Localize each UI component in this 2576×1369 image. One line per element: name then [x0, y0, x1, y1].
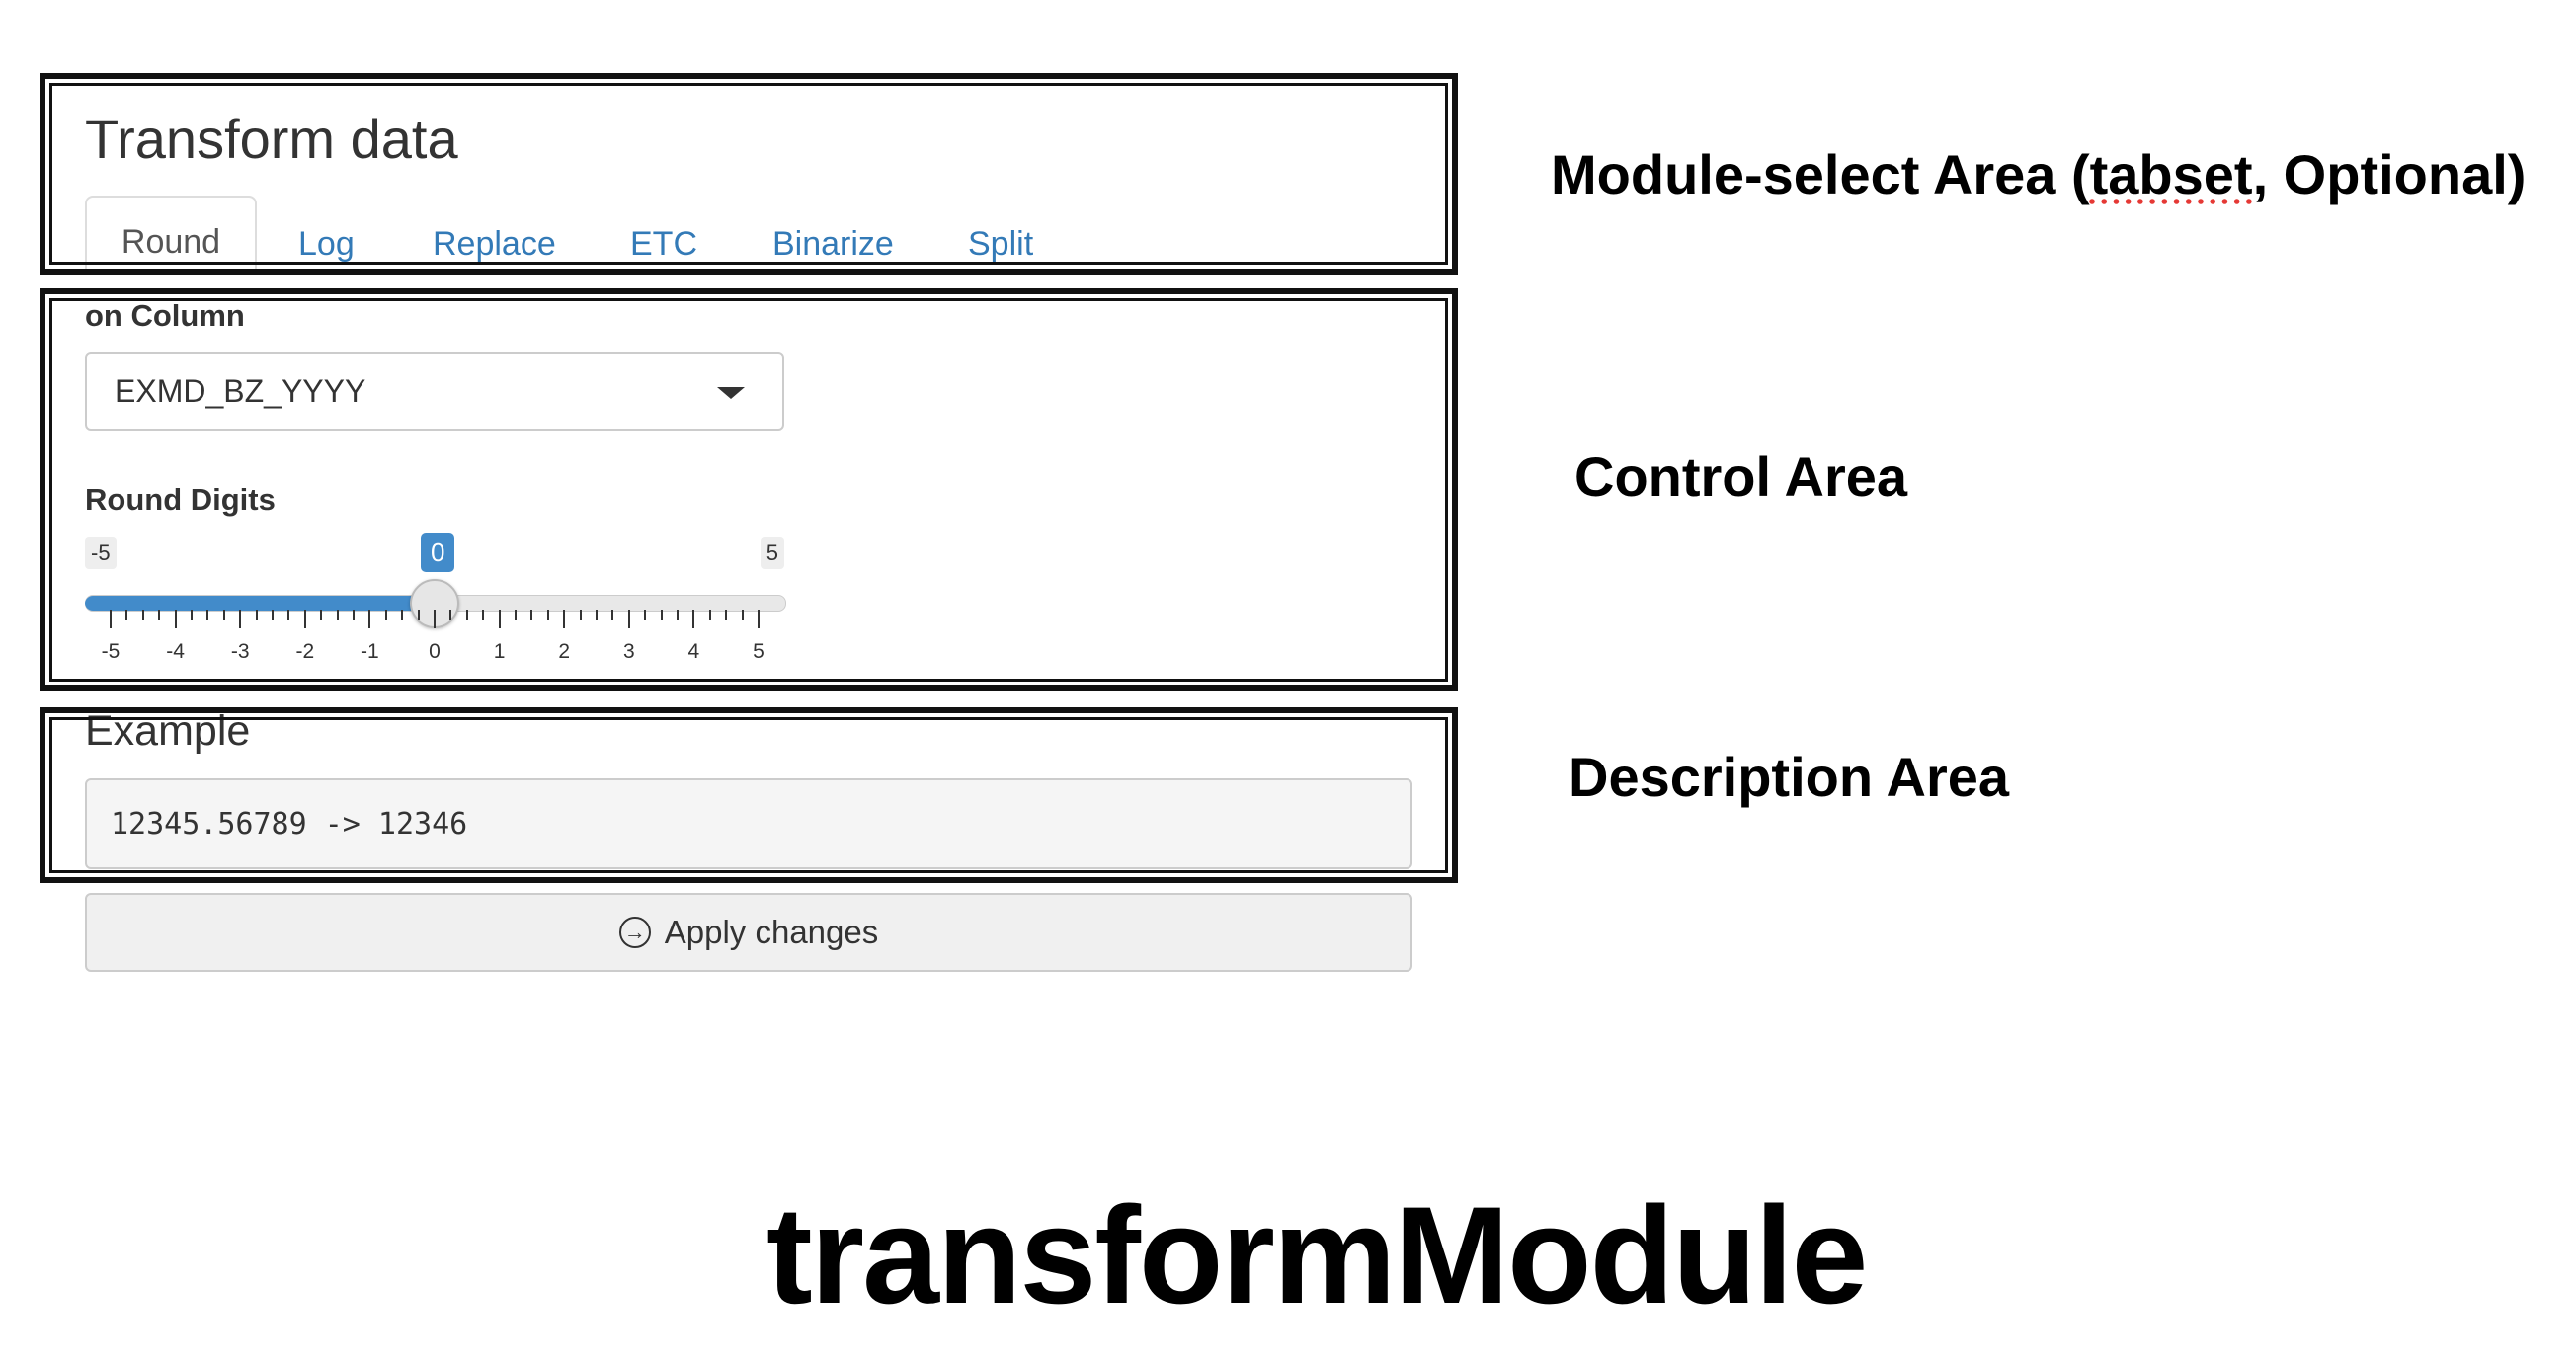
panel-title: Transform data [85, 108, 458, 170]
slider-minor-tick [417, 610, 420, 620]
slider-minor-tick [530, 610, 533, 620]
caption-title: transformModule [766, 1177, 1868, 1332]
slider-tick-label: -5 [101, 640, 121, 663]
slider-value-label: 0 [421, 533, 455, 572]
slider-minor-tick [465, 610, 468, 620]
tab-replace[interactable]: Replace [433, 225, 556, 263]
slider-min-label: -5 [85, 537, 117, 569]
control-annotation: Control Area [1574, 445, 1908, 508]
slider-tick-label: 4 [687, 640, 700, 663]
slider-tick [174, 610, 177, 628]
apply-changes-button[interactable]: → Apply changes [85, 893, 1412, 972]
slider-max-label: 5 [760, 537, 784, 569]
slider-minor-tick [644, 610, 647, 620]
slider-minor-tick [482, 610, 485, 620]
slider-minor-tick [546, 610, 549, 620]
slider-minor-tick [579, 610, 582, 620]
round-digits-label: Round Digits [85, 482, 276, 517]
column-label: on Column [85, 298, 245, 333]
module-select-annotation-prefix: Module-select Area ( [1551, 143, 2090, 205]
arrow-circle-right-icon: → [618, 917, 651, 948]
slider-minor-tick [515, 610, 517, 620]
round-digits-slider[interactable]: -5 5 0 -5 -4 -3 -2 -1 0 1 2 3 4 5 [85, 529, 786, 680]
column-select[interactable]: EXMD_BZ_YYYY [85, 352, 784, 431]
slider-minor-tick [353, 610, 355, 620]
slider-tick-label: 5 [753, 640, 765, 663]
slider-tick [110, 610, 112, 628]
slider-minor-tick [320, 610, 323, 620]
slider-minor-tick [596, 610, 598, 620]
slider-minor-tick [191, 610, 193, 620]
slider-minor-tick [741, 610, 744, 620]
slider-minor-tick [125, 610, 128, 620]
slider-minor-tick [255, 610, 258, 620]
tab-binarize[interactable]: Binarize [772, 225, 894, 263]
slider-tick [498, 610, 501, 628]
slider-minor-tick [272, 610, 274, 620]
slider-tick [368, 610, 371, 628]
slider-minor-tick [206, 610, 209, 620]
slider-minor-tick [677, 610, 679, 620]
slider-tick-label: -2 [295, 640, 315, 663]
slider-tick-label: 3 [622, 640, 635, 663]
slider-minor-tick [384, 610, 387, 620]
caret-down-icon [717, 387, 745, 399]
slider-minor-tick [158, 610, 161, 620]
apply-changes-label: Apply changes [664, 914, 879, 950]
slider-minor-tick [611, 610, 614, 620]
slider-tick [434, 610, 436, 628]
slider-tick [303, 610, 306, 628]
slider-minor-tick [287, 610, 290, 620]
slider-tick [692, 610, 695, 628]
slider-minor-tick [222, 610, 225, 620]
slider-tick [239, 610, 242, 628]
slider-minor-tick [449, 610, 452, 620]
slider-fill [85, 596, 435, 611]
tab-etc[interactable]: ETC [630, 225, 697, 263]
slider-tick-label: -1 [361, 640, 379, 663]
module-select-annotation-suffix: , Optional) [2252, 143, 2527, 205]
slider-minor-tick [141, 610, 144, 620]
example-label: Example [85, 707, 251, 755]
slider-tick-label: -4 [166, 640, 185, 663]
slider-tick-label: 1 [493, 640, 506, 663]
slider-tick [563, 610, 566, 628]
slider-minor-tick [725, 610, 728, 620]
example-code: 12345.56789 -> 12346 [85, 778, 1412, 869]
description-annotation: Description Area [1569, 746, 2010, 808]
slider-minor-tick [336, 610, 339, 620]
tab-split[interactable]: Split [968, 225, 1034, 263]
tab-round[interactable]: Round [85, 196, 257, 273]
slider-minor-tick [401, 610, 404, 620]
column-select-value: EXMD_BZ_YYYY [115, 372, 366, 409]
slider-tick-label: -3 [230, 640, 250, 663]
slider-minor-tick [708, 610, 711, 620]
slider-minor-tick [660, 610, 663, 620]
slider-tick [758, 610, 760, 628]
tab-log[interactable]: Log [298, 225, 355, 263]
slider-ticks: -5 -4 -3 -2 -1 0 1 2 3 4 5 [85, 610, 784, 680]
module-select-annotation-word: tabset [2089, 143, 2253, 205]
slider-tick-label: 2 [558, 640, 571, 663]
module-select-annotation: Module-select Area (tabset, Optional) [1551, 142, 2526, 206]
slider-tick-label: 0 [429, 640, 441, 663]
slider-tick [627, 610, 630, 628]
